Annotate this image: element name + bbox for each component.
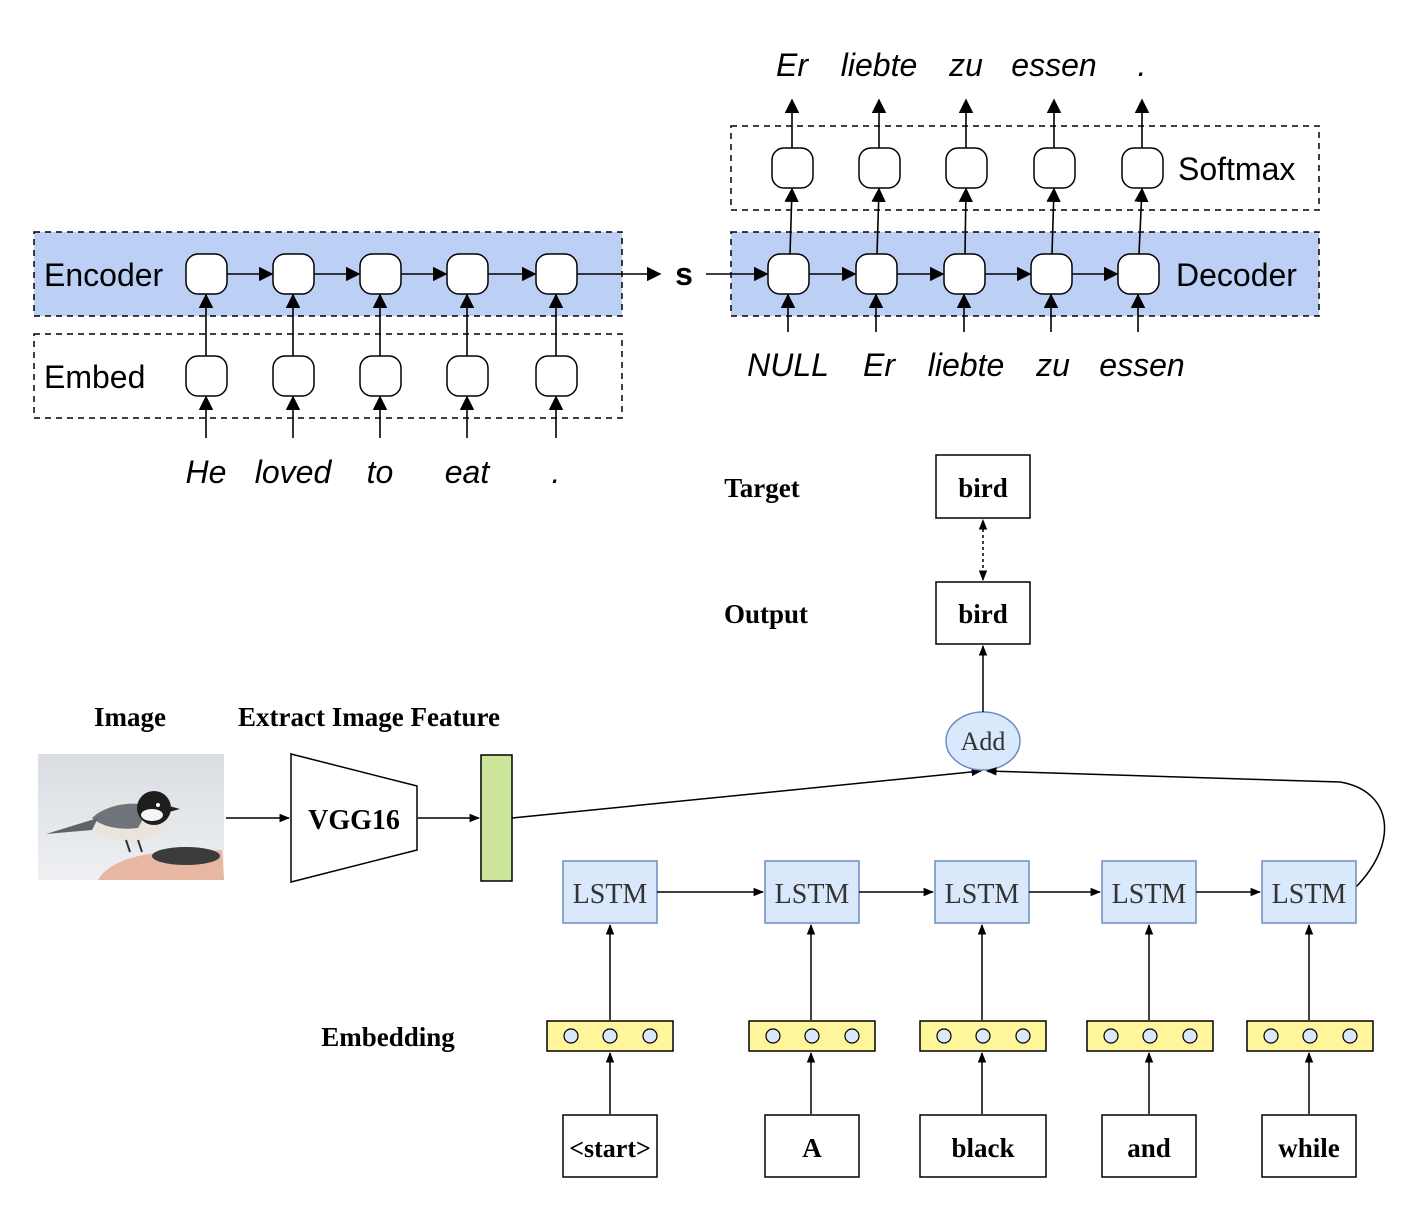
input-word: A (802, 1133, 822, 1163)
input-word: black (951, 1133, 1014, 1163)
target-box (935, 454, 1031, 519)
decoder-input-word: NULL (747, 347, 829, 383)
lstm-cell-label: LSTM (775, 879, 850, 910)
decoder-cell (1030, 253, 1073, 295)
captioning-diagram: Image Extract Image Feature Target Outpu… (38, 454, 1386, 1178)
input-word-box (764, 1114, 860, 1178)
encoder-cell (185, 253, 228, 295)
source-word: . (552, 454, 561, 490)
encoder-cell (272, 253, 315, 295)
input-word-box (1101, 1114, 1197, 1178)
lstm-cell-label: LSTM (1272, 879, 1347, 910)
input-word: while (1278, 1133, 1340, 1163)
encoder-label: Encoder (44, 257, 164, 293)
decoder-cell (1117, 253, 1160, 295)
vgg16-block (290, 753, 418, 883)
source-word: He (186, 454, 227, 490)
embedding-vector (546, 1020, 674, 1052)
chickadee-bird-photo-icon (38, 754, 224, 880)
softmax-cells (771, 147, 1164, 189)
encoder-cell (359, 253, 402, 295)
embed-label: Embed (44, 359, 145, 395)
decoder-label: Decoder (1176, 257, 1297, 293)
lstm-cell-label: LSTM (945, 879, 1020, 910)
source-word: loved (255, 454, 333, 490)
decoder-input-word: essen (1099, 347, 1184, 383)
decoder-cell (943, 253, 986, 295)
target-word: Er (776, 47, 809, 83)
embed-band (33, 333, 623, 419)
lstm-cell-label: LSTM (1112, 879, 1187, 910)
lstm-cell (1261, 860, 1357, 924)
softmax-cell (858, 147, 901, 189)
decoder-cell (855, 253, 898, 295)
input-word-box (1261, 1114, 1357, 1178)
decoder-cell (767, 253, 810, 295)
softmax-cell (945, 147, 988, 189)
softmax-band (730, 125, 1320, 211)
embed-cell (535, 355, 578, 397)
embedding-to-lstm-arrows (605, 923, 1314, 1020)
vgg16-label: VGG16 (308, 805, 400, 836)
target-word: bird (958, 473, 1008, 503)
target-words: Er liebte zu essen . (776, 47, 1146, 83)
seq2seq-diagram: Encoder Embed Decoder Softmax (33, 47, 1320, 490)
lstm-cell (1101, 860, 1197, 924)
softmax-label: Softmax (1178, 151, 1295, 187)
target-word: zu (948, 47, 983, 83)
add-label: Add (961, 727, 1006, 756)
input-word: and (1127, 1133, 1171, 1163)
embedding-vector (1086, 1020, 1214, 1052)
target-word: essen (1011, 47, 1096, 83)
target-label: Target (724, 473, 800, 503)
embedding-label: Embedding (321, 1022, 455, 1052)
embedding-vector (748, 1020, 876, 1052)
softmax-cell (1033, 147, 1076, 189)
decoder-cells (767, 253, 1160, 295)
output-word: bird (958, 599, 1008, 629)
decoder-input-words: NULL Er liebte zu essen (747, 347, 1185, 383)
decoder-input-word: liebte (928, 347, 1005, 383)
embed-cell (446, 355, 489, 397)
input-word-box (919, 1114, 1047, 1178)
lstm-to-add-arrow (985, 767, 1386, 889)
encoder-cell (446, 253, 489, 295)
embedding-row (546, 1020, 1374, 1052)
source-words: He loved to eat . (186, 454, 561, 490)
embed-cell (185, 355, 228, 397)
source-word: to (367, 454, 394, 490)
image-feature-vector (480, 754, 513, 882)
output-label: Output (724, 599, 808, 629)
source-word: eat (445, 454, 491, 490)
state-label: s (675, 256, 693, 292)
encoder-vertical-arrows (198, 293, 564, 438)
word-to-embedding-arrows (605, 1051, 1314, 1114)
embed-cell (359, 355, 402, 397)
extract-feature-label: Extract Image Feature (238, 702, 500, 732)
input-word: <start> (569, 1134, 651, 1163)
decoder-vertical-arrows (780, 98, 1150, 332)
target-word: . (1138, 47, 1147, 83)
softmax-cell (1121, 147, 1164, 189)
softmax-cell (771, 147, 814, 189)
encoder-cell (535, 253, 578, 295)
target-word: liebte (841, 47, 918, 83)
decoder-input-word: Er (863, 347, 896, 383)
embedding-vector (1246, 1020, 1374, 1052)
output-box (935, 581, 1031, 645)
embed-cells (185, 355, 578, 397)
input-word-row: <start> A black and while (562, 1114, 1357, 1178)
lstm-cell-label: LSTM (573, 879, 648, 910)
feature-to-add-arrow (511, 767, 983, 819)
embed-cell (272, 355, 315, 397)
decoder-input-word: zu (1035, 347, 1070, 383)
input-word-box (562, 1114, 658, 1178)
image-label: Image (94, 702, 166, 732)
embedding-vector (919, 1020, 1047, 1052)
